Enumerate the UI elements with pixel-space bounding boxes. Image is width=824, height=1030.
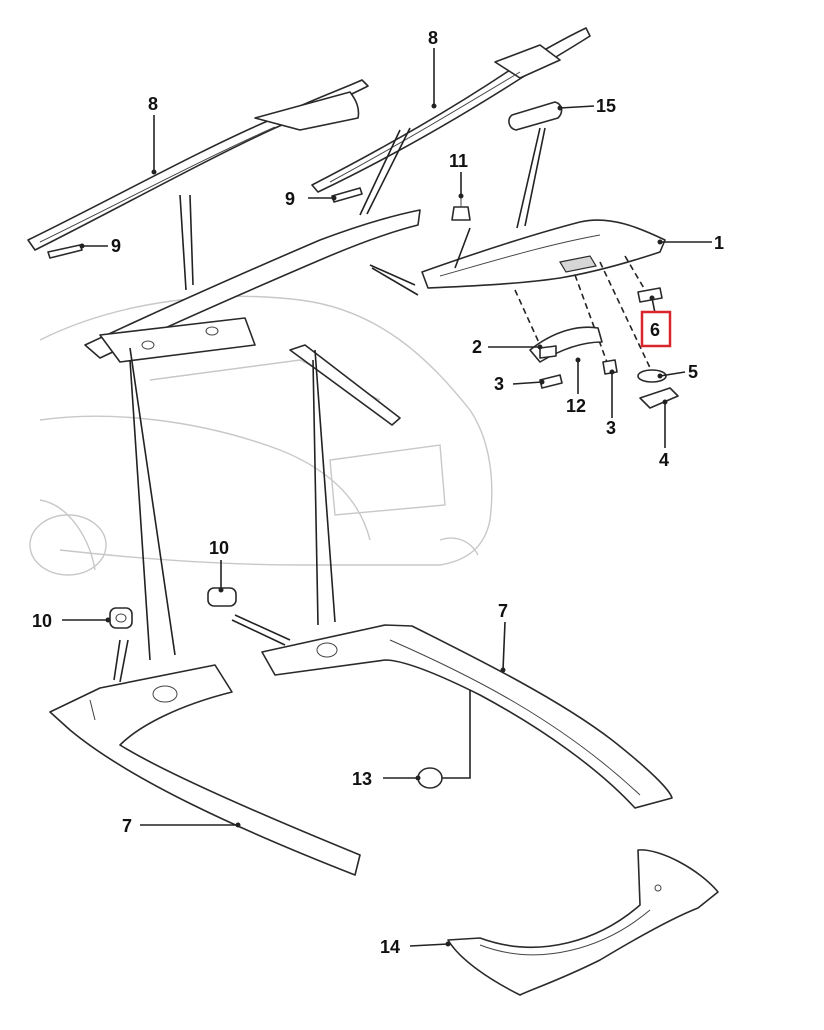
callout-6-highlight	[640, 310, 672, 348]
callout-10-left: 10	[32, 611, 52, 631]
callout-10-middle: 10	[209, 538, 229, 558]
callout-9-right: 9	[285, 189, 295, 209]
part-clip-2	[539, 345, 557, 359]
callout-1: 1	[714, 233, 724, 253]
callout-7-right: 7	[498, 601, 508, 621]
callout-14: 14	[380, 937, 400, 957]
callout-9-left: 9	[111, 236, 121, 256]
callout-6: 6	[650, 320, 660, 340]
callout-8-right: 8	[428, 28, 438, 48]
callout-5: 5	[688, 362, 698, 382]
callout-3-right: 3	[606, 418, 616, 438]
part-grommet-13	[417, 767, 443, 789]
part-tailgate-panel	[421, 219, 666, 289]
callout-8-left: 8	[148, 94, 158, 114]
part-lower-right-trim	[261, 624, 673, 809]
part-clip-3a	[539, 374, 563, 389]
part-4	[639, 387, 679, 409]
callout-4: 4	[659, 450, 669, 470]
callout-13: 13	[352, 769, 372, 789]
part-seal-strip-right	[311, 27, 591, 193]
part-6	[637, 287, 663, 303]
part-lower-trim-14	[447, 849, 719, 996]
callout-leaders	[62, 48, 712, 947]
part-fastener-11	[451, 196, 471, 221]
callout-7-left: 7	[122, 816, 132, 836]
part-15	[508, 101, 563, 131]
callout-15: 15	[596, 96, 616, 116]
callout-labels: 8 8 15 11 1 9 9 6 2 5 3 12 3 4 10 10 7 1…	[32, 28, 724, 957]
callout-12: 12	[566, 396, 586, 416]
part-lower-left-trim	[49, 664, 361, 876]
part-seal-strip-left	[27, 79, 369, 251]
part-fastener-10a	[109, 607, 133, 629]
callout-11: 11	[449, 151, 468, 171]
callout-3-left: 3	[494, 374, 504, 394]
callout-2: 2	[472, 337, 482, 357]
part-5	[637, 369, 667, 383]
part-upper-trim-panel	[84, 209, 421, 426]
